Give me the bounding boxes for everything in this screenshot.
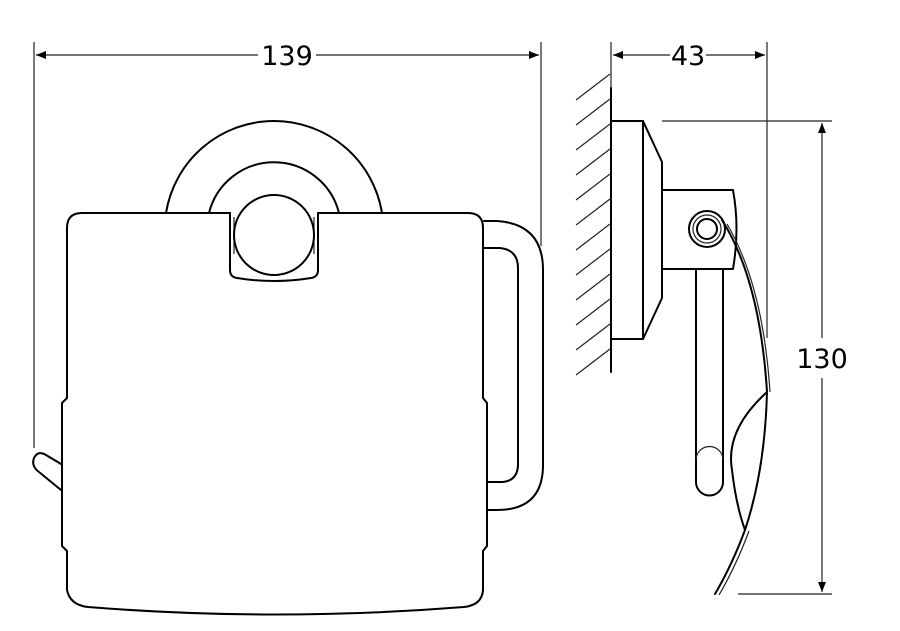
paper-cover <box>61 212 488 616</box>
flap-edge <box>718 530 750 596</box>
hatch-line <box>575 198 611 226</box>
knob <box>233 194 315 276</box>
cover-flap <box>714 219 768 595</box>
wall-plate <box>610 120 663 340</box>
flap-edge <box>726 223 771 393</box>
hatch-line <box>575 223 611 251</box>
rosette-inner <box>208 161 340 214</box>
hatch-line <box>575 248 611 276</box>
hatch-line <box>575 123 611 151</box>
spring-coil-outer <box>688 210 726 248</box>
cover-bracket <box>229 212 319 282</box>
lever <box>32 452 62 491</box>
arm-block <box>661 189 738 270</box>
spring-coil-mid <box>692 214 722 244</box>
hatch-line <box>575 298 611 326</box>
handle-outer <box>483 220 544 511</box>
handle-inner <box>483 247 519 483</box>
height-dimension-label: 130 <box>796 344 848 375</box>
hatch-line <box>575 273 611 301</box>
hatch-line <box>575 148 611 176</box>
hatch-line <box>575 73 611 101</box>
width-dimension-label: 139 <box>261 41 313 72</box>
side-view: 43 130 <box>575 41 848 596</box>
hatch-line <box>575 98 611 126</box>
rosette-outer <box>165 120 383 214</box>
hatch-line <box>575 173 611 201</box>
flap-grip <box>730 391 768 531</box>
depth-dimension-label: 43 <box>671 41 705 72</box>
spring-coil-inner <box>696 218 718 240</box>
hatch-line <box>575 323 611 351</box>
wall-hatching <box>575 73 611 376</box>
front-view: 139 <box>32 41 544 616</box>
roll-rod <box>695 268 724 497</box>
rod-end <box>695 445 724 461</box>
hatch-line <box>575 348 611 376</box>
